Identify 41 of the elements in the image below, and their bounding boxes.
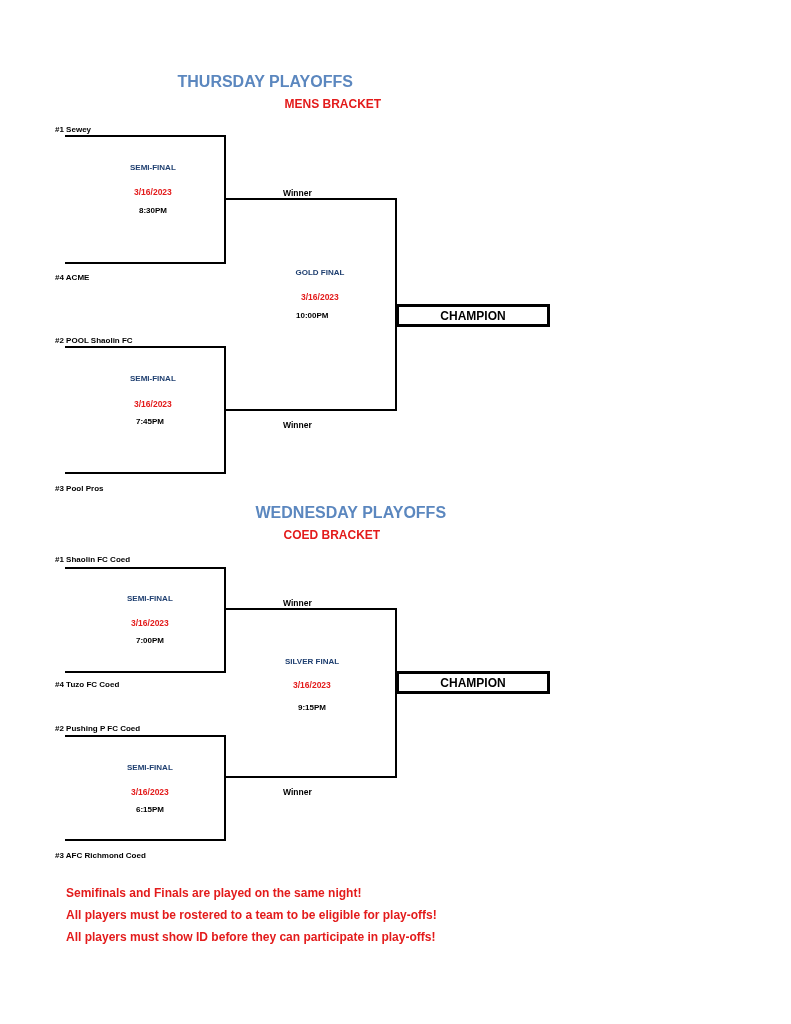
team-name: #3 AFC Richmond Coed	[55, 851, 146, 861]
match-date: 3/16/2023	[134, 399, 172, 409]
match-date: 3/16/2023	[293, 680, 331, 690]
match-time: 6:15PM	[136, 805, 164, 815]
winner-label: Winner	[283, 420, 312, 430]
champion-box	[396, 304, 550, 327]
winner-label: Winner	[283, 188, 312, 198]
note: All players must show ID before they can participate in play-offs!	[66, 930, 436, 944]
team-name: #1 Sewey	[55, 125, 92, 135]
team-name: #1 Shaolin FC Coed	[55, 555, 131, 565]
champion-label: CHAMPION	[440, 308, 506, 323]
team-name: #2 POOL Shaolin FC	[55, 336, 133, 346]
champion-box	[396, 671, 550, 694]
team-name: #2 Pushing P FC Coed	[55, 724, 141, 734]
subheading: COED BRACKET	[283, 528, 381, 542]
team-name: #4 ACME	[55, 273, 90, 283]
winner-label: Winner	[283, 787, 312, 797]
heading: THURSDAY PLAYOFFS	[177, 73, 353, 91]
round-label: GOLD FINAL	[295, 268, 345, 278]
note: All players must be rostered to a team to be eligible for play-offs!	[66, 908, 437, 922]
match-time: 10:00PM	[296, 311, 329, 321]
match-time: 7:45PM	[136, 417, 164, 427]
round-label: SEMI-FINAL	[127, 763, 173, 773]
match-time: 8:30PM	[139, 206, 167, 216]
round-label: SEMI-FINAL	[127, 594, 173, 604]
match-date: 3/16/2023	[131, 618, 169, 628]
match-date: 3/16/2023	[131, 787, 169, 797]
team-name: #4 Tuzo FC Coed	[55, 680, 120, 690]
winner-label: Winner	[283, 598, 312, 608]
heading: WEDNESDAY PLAYOFFS	[255, 504, 447, 522]
round-label: SEMI-FINAL	[130, 374, 176, 384]
match-date: 3/16/2023	[301, 292, 339, 302]
round-label: SEMI-FINAL	[130, 163, 176, 173]
match-date: 3/16/2023	[134, 187, 172, 197]
team-name: #3 Pool Pros	[55, 484, 104, 494]
champion-label: CHAMPION	[440, 675, 506, 690]
match-time: 9:15PM	[298, 703, 326, 713]
subheading: MENS BRACKET	[284, 97, 382, 111]
match-time: 7:00PM	[136, 636, 164, 646]
note: Semifinals and Finals are played on the same night!	[66, 886, 362, 900]
round-label: SILVER FINAL	[285, 657, 340, 667]
